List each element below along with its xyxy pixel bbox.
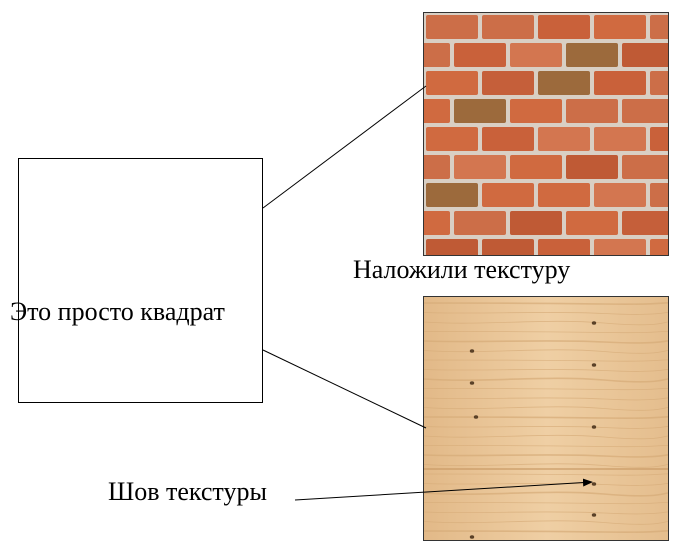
brick-texture-image — [423, 12, 669, 256]
brick — [424, 211, 450, 235]
wood-texture-image — [423, 296, 669, 541]
texture-seam-label: Шов текстуры — [108, 477, 267, 506]
brick — [482, 15, 534, 39]
brick — [510, 99, 562, 123]
wood-grain-line — [424, 377, 668, 383]
wood-grain-line — [424, 302, 668, 305]
square-label: Это просто квадрат — [10, 297, 225, 326]
brick — [482, 127, 534, 151]
brick — [482, 71, 534, 95]
brick — [594, 239, 646, 255]
brick — [426, 15, 478, 39]
wood-grain-line — [424, 454, 668, 458]
brick — [538, 239, 590, 255]
brick — [510, 43, 562, 67]
wood-grain-line — [424, 340, 668, 344]
wood-knot — [591, 425, 597, 429]
wood-grain-line — [424, 416, 668, 419]
wood-grain-line — [424, 349, 668, 354]
brick — [510, 155, 562, 179]
wood-grain-line — [424, 530, 668, 533]
brick — [566, 211, 618, 235]
wood-knot — [591, 321, 597, 325]
brick — [454, 99, 506, 123]
wood-grain-line — [424, 473, 668, 476]
brick — [538, 183, 590, 207]
brick — [426, 183, 478, 207]
brick — [482, 239, 534, 255]
wood-knot — [591, 363, 597, 367]
brick — [650, 127, 668, 151]
brick — [424, 99, 450, 123]
wood-grain-line — [424, 359, 668, 362]
brick — [594, 183, 646, 207]
wood-knot — [473, 415, 479, 419]
texture-applied-label: Наложили текстуру — [353, 255, 571, 284]
brick — [482, 183, 534, 207]
wood-grain-line — [424, 425, 668, 429]
brick — [566, 43, 618, 67]
plain-square — [18, 158, 263, 403]
wood-grain-line — [424, 320, 668, 326]
wood-grain-line — [424, 387, 668, 391]
wood-knot — [591, 482, 597, 486]
brick — [454, 211, 506, 235]
wood-grain-line — [536, 539, 668, 540]
wood-grain-line — [424, 520, 668, 525]
brick — [538, 127, 590, 151]
wood-knot — [469, 535, 475, 539]
brick — [594, 71, 646, 95]
brick — [622, 99, 668, 123]
brick — [650, 15, 668, 39]
wood-grain-line — [424, 368, 668, 372]
wood-grain-line — [424, 397, 668, 401]
brick — [650, 183, 668, 207]
brick — [566, 155, 618, 179]
brick — [650, 71, 668, 95]
wood-grain-line — [424, 444, 668, 448]
wood-grain-line — [424, 311, 668, 315]
brick — [650, 239, 668, 255]
brick — [510, 211, 562, 235]
brick — [622, 211, 668, 235]
brick — [424, 155, 450, 179]
wood-grain-line — [424, 330, 668, 334]
connector-line-brick — [262, 85, 427, 209]
wood-grain-line — [424, 406, 668, 411]
brick — [566, 99, 618, 123]
brick — [594, 15, 646, 39]
wood-knot — [469, 381, 475, 385]
wood-grain-line — [424, 501, 668, 505]
wood-grain-line — [424, 511, 668, 515]
brick — [622, 155, 668, 179]
brick — [426, 239, 478, 255]
brick — [622, 43, 668, 67]
brick — [454, 43, 506, 67]
brick — [538, 15, 590, 39]
wood-grain-line — [424, 434, 668, 440]
brick — [538, 71, 590, 95]
brick — [454, 155, 506, 179]
brick — [424, 43, 450, 67]
wood-knot — [591, 513, 597, 517]
wood-grain-line — [424, 463, 668, 468]
wood-knot — [469, 349, 475, 353]
connector-line-wood — [262, 349, 427, 429]
brick — [426, 71, 478, 95]
brick — [594, 127, 646, 151]
brick — [426, 127, 478, 151]
